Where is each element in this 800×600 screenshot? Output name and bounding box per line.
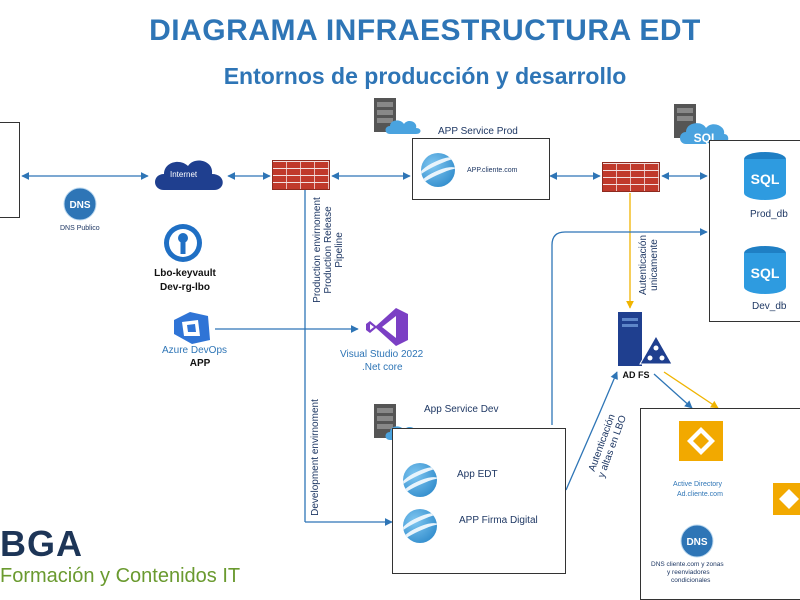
azure-devops-sub-label: APP [189,358,211,369]
keyvault-rg-label: Dev-rg-lbo [160,282,210,293]
adfs-label: AD FS [622,370,650,380]
dns-publico-node: DNS [62,186,98,222]
internet-label: Internet [170,170,198,179]
dev-db-label: Dev_db [752,301,787,312]
brand-name: BGA [0,523,83,564]
web-app-icon [403,509,437,543]
visual-studio-sub-label: .Net core [362,362,403,373]
dns-cliente-line2: y reenviadores [667,569,710,576]
production-pipeline-label: Production envirnoment Production Releas… [312,190,345,310]
web-app-icon [421,153,455,187]
prod-db-label: Prod_db [750,209,788,220]
adfs-node [612,310,674,368]
azure-devops-icon [174,312,210,344]
sql-prod-icon-text: SQL [751,171,780,187]
dns-cliente-node: DNS [679,523,715,559]
app-edt-label: App EDT [457,469,498,480]
production-label-line3: Pipeline [334,232,345,268]
web-app-icon [403,463,437,497]
firewall-icon [272,160,330,190]
edge-adfs-ad [653,373,693,409]
azure-devops-label: Azure DevOps [162,345,228,356]
app-firma-label: APP Firma Digital [459,515,538,526]
internet-node: Internet [150,152,230,196]
auth-only-label: Autenticación unicamente [638,230,660,300]
app-cliente-label: APP.cliente.com [467,167,518,174]
active-directory-domain-label: Ad.cliente.com [677,491,723,498]
visual-studio-node [366,306,410,348]
page-subtitle: Entornos de producción y desarrollo [223,63,627,89]
edge-appdev-adfs [565,371,618,491]
keyvault-label: Lbo-keyvault [154,268,216,279]
dns-cliente-line1: DNS cliente.com y zonas [651,561,724,568]
auth-only-line1: Autenticación [638,234,649,296]
brand-tagline: Formación y Contenidos IT [0,565,241,587]
sql-database-icon: SQL [742,245,788,295]
dns-publico-icon-text: DNS [69,200,90,211]
active-directory-icon [677,419,725,463]
development-label: Development envirnoment [310,399,321,516]
visual-studio-label: Visual Studio 2022 [340,349,424,360]
app-service-dev-box: App EDT APP Firma Digital [392,428,566,574]
edge-prod-to-dev [551,228,708,425]
edge-adfs-ad-yellow [663,371,719,409]
sql-dev-icon-text: SQL [751,265,780,281]
production-label-line1: Production envirnoment [312,197,323,303]
active-directory-icon [771,481,800,517]
dns-cliente-icon-text: DNS [686,537,707,548]
sql-database-icon: SQL [742,151,788,201]
adfs-server-icon [618,312,673,366]
production-label-line2: Production Release [323,206,334,294]
app-service-prod-label: APP Service Prod [438,126,518,137]
app-service-prod-box: APP.cliente.com [412,138,550,200]
visual-studio-icon [366,308,408,346]
client-box [0,122,20,218]
azure-devops-node [170,310,214,344]
dns-cliente-line3: condicionales [671,577,711,584]
dns-publico-label: DNS Publico [60,225,100,232]
server-cloud-icon [372,96,422,138]
dns-icon: DNS [680,524,714,558]
auth-only-line2: unicamente [649,239,660,291]
active-directory-box: Active Directory Ad.cliente.com DNS DNS … [640,408,800,600]
page-title: DIAGRAMA INFRAESTRUCTURA EDT [149,14,701,47]
active-directory-label: Active Directory [673,481,723,488]
app-service-dev-label: App Service Dev [424,404,499,415]
dns-icon: DNS [63,187,97,221]
cloud-icon [155,160,223,190]
key-vault-icon [164,224,202,262]
keyvault-node [162,222,204,264]
sql-databases-box: SQL Prod_db SQL Dev_db [709,140,800,322]
firewall-icon [602,162,660,192]
